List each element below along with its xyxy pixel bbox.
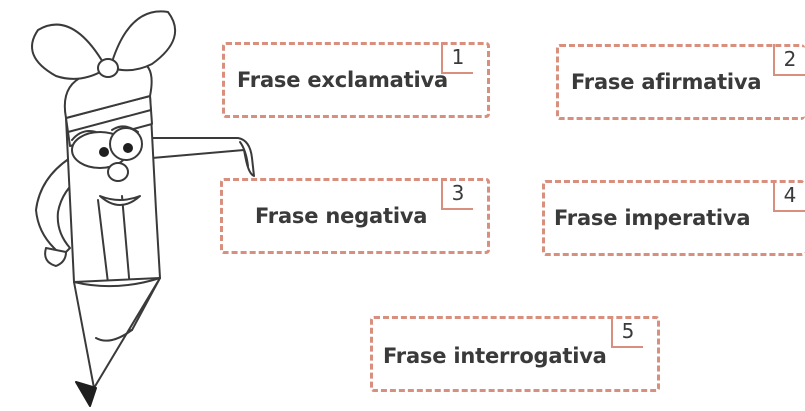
card-label: Frase interrogativa [383, 344, 607, 368]
card-frase-interrogativa[interactable]: Frase interrogativa 5 [370, 316, 660, 392]
card-frase-afirmativa[interactable]: Frase afirmativa 2 [556, 44, 805, 120]
card-frase-negativa[interactable]: Frase negativa 3 [220, 178, 490, 254]
card-label: Frase exclamativa [237, 68, 448, 92]
card-label: Frase afirmativa [571, 70, 762, 94]
card-number-badge: 1 [441, 42, 473, 74]
card-frase-exclamativa[interactable]: Frase exclamativa 1 [222, 42, 490, 118]
card-label: Frase imperativa [554, 206, 751, 230]
card-label: Frase negativa [255, 204, 428, 228]
pencil-character-illustration [31, 10, 255, 407]
card-number-badge: 5 [611, 316, 643, 348]
card-number-badge: 2 [773, 44, 805, 76]
card-frase-imperativa[interactable]: Frase imperativa 4 [542, 180, 805, 256]
card-number-badge: 3 [441, 178, 473, 210]
card-number-badge: 4 [773, 180, 805, 212]
